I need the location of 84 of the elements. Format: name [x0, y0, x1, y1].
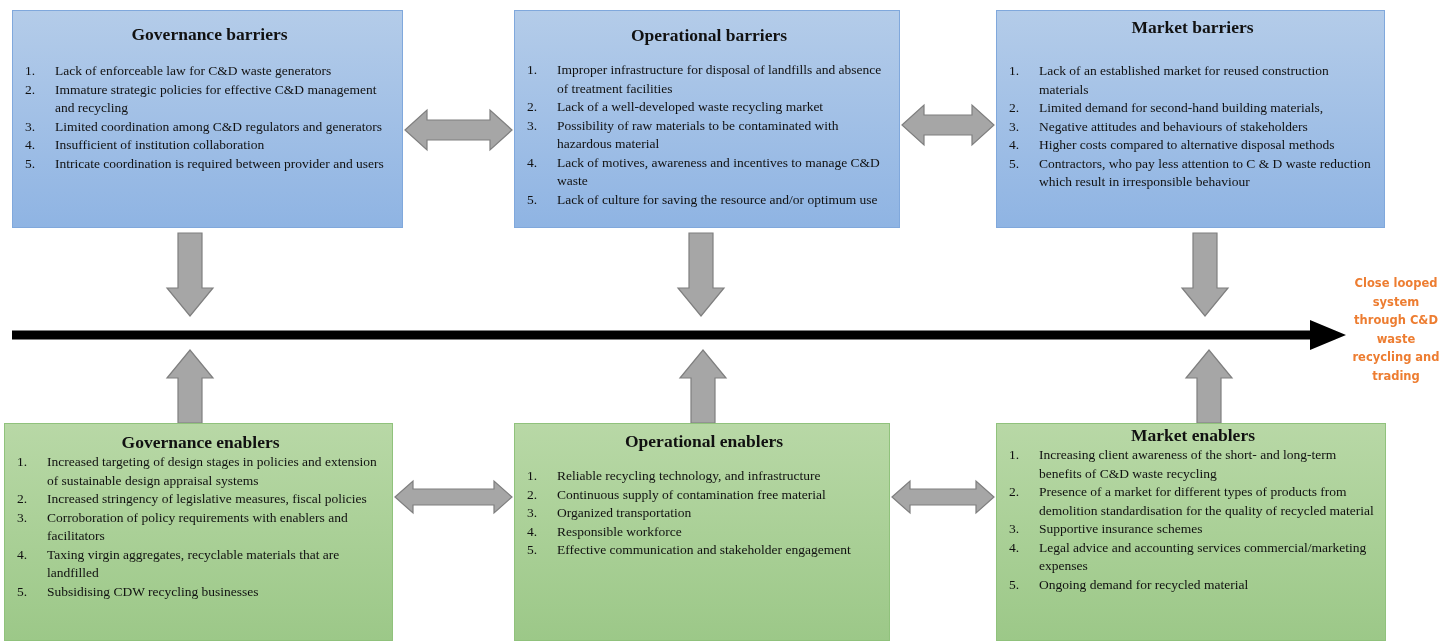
item-number: 3.: [1009, 520, 1021, 538]
barrier-box: [12, 10, 403, 228]
list-item-text: Limited coordination among C&D regulators and generators: [55, 117, 382, 136]
item-number: 4.: [17, 545, 29, 564]
list-item-text: Corroboration of policy requirements with enablers and facilitators: [47, 508, 349, 545]
box-heading: Operational barriers: [630, 24, 788, 46]
list-item-text: Subsidising CDW recycling businesses: [47, 582, 259, 601]
item-number: 5.: [1009, 575, 1021, 594]
item-number: 5.: [25, 154, 37, 173]
list-item-text: Effective communication and stakeholder engagement: [557, 541, 851, 559]
block-arrow: [678, 349, 728, 424]
box-heading: Governance enablers: [120, 431, 281, 453]
block-arrow: [901, 103, 995, 147]
list-item-text: Organized transportation: [557, 504, 692, 522]
block-arrow: [165, 349, 215, 424]
item-number: 4.: [1009, 538, 1021, 557]
list-item-text: Lack of culture for saving the resource and/or optimum use: [557, 190, 878, 209]
box-heading: Governance barriers: [130, 23, 289, 45]
list-item-text: Insufficient of institution collaboration: [55, 136, 265, 154]
list-item-text: Responsible workforce: [557, 522, 682, 541]
list-item-text: Negative attitudes and behaviours of stakeholders: [1039, 117, 1308, 136]
list-item-text: Improper infrastructure for disposal of landfills and absence of treatment facilities: [557, 61, 883, 98]
item-number: 3.: [25, 117, 37, 136]
item-number: 2.: [527, 485, 539, 504]
item-number: 4.: [527, 153, 539, 172]
item-number: 5.: [527, 190, 539, 209]
list-item-text: Taxing virgin aggregates, recyclable materials that are landfilled: [47, 545, 341, 582]
item-number: 1.: [17, 453, 29, 471]
block-arrow: [1184, 349, 1234, 424]
block-arrow: [1180, 232, 1230, 317]
item-number: 5.: [17, 582, 29, 601]
outcome-text: Close looped system through C&D waste recycling and trading: [1350, 274, 1442, 406]
block-arrow: [891, 479, 995, 515]
list-item-text: Increasing client awareness of the short- and long-term benefits of C&D waste recycling: [1039, 446, 1338, 483]
item-number: 3.: [1009, 117, 1021, 136]
list-item-text: Supportive insurance schemes: [1039, 520, 1203, 538]
item-number: 4.: [527, 522, 539, 541]
item-number: 1.: [527, 467, 539, 485]
list-item-text: Higher costs compared to alternative disposal methods: [1039, 136, 1335, 154]
enabler-box: [514, 423, 890, 641]
list-item-text: Contractors, who pay less attention to C & D waste reduction which result in irresponsible behaviour: [1039, 154, 1372, 191]
list-item-text: Intricate coordination is required between provider and users: [55, 154, 384, 173]
list-item-text: Immature strategic policies for effective C&D management and recycling: [55, 80, 378, 117]
item-number: 1.: [25, 62, 37, 80]
block-arrow: [676, 232, 726, 317]
box-heading: Market barriers: [1130, 16, 1255, 38]
item-number: 4.: [25, 136, 37, 154]
list-item-text: Legal advice and accounting services commercial/marketing expenses: [1039, 538, 1368, 575]
list-item-text: Continuous supply of contamination free material: [557, 485, 826, 504]
item-number: 3.: [527, 504, 539, 522]
item-number: 5.: [527, 541, 539, 559]
list-item-text: Reliable recycling technology, and infrastructure: [557, 467, 821, 485]
list-item-text: Limited demand for second-hand building materials,: [1039, 99, 1324, 117]
item-number: 2.: [25, 80, 37, 99]
item-number: 1.: [527, 61, 539, 79]
barrier-box: [514, 10, 900, 228]
block-arrow: [165, 232, 215, 317]
list-item-text: Increased targeting of design stages in policies and extension of sustainable design appraisal systems: [47, 453, 378, 490]
list-item-text: Ongoing demand for recycled material: [1039, 575, 1249, 594]
item-number: 4.: [1009, 136, 1021, 154]
list-item-text: Presence of a market for different types of products from demolition standardisation for the quality of recycled material: [1039, 483, 1375, 520]
item-number: 5.: [1009, 154, 1021, 173]
list-item-text: Lack of a well-developed waste recycling market: [557, 98, 824, 116]
item-number: 2.: [17, 490, 29, 508]
list-item-text: Lack of an established market for reused construction materials: [1039, 62, 1330, 99]
list-item-text: Lack of motives, awareness and incentives to manage C&D waste: [557, 153, 881, 190]
enabler-box: [996, 423, 1386, 641]
item-number: 2.: [527, 98, 539, 116]
list-item-text: Possibility of raw materials to be contaminated with hazardous material: [557, 116, 840, 153]
timeline-arrow: [12, 320, 1346, 350]
enabler-box: [4, 423, 393, 641]
list-item-text: Lack of enforceable law for C&D waste generators: [55, 62, 332, 80]
block-arrow: [404, 108, 513, 152]
item-number: 2.: [1009, 483, 1021, 501]
item-number: 3.: [17, 508, 29, 527]
item-number: 1.: [1009, 446, 1021, 464]
list-item-text: Increased stringency of legislative measures, fiscal policies: [47, 490, 367, 508]
box-heading: Operational enablers: [624, 430, 784, 452]
item-number: 1.: [1009, 62, 1021, 80]
box-heading: Market enablers: [1130, 424, 1256, 446]
item-number: 2.: [1009, 99, 1021, 117]
block-arrow: [394, 479, 513, 515]
item-number: 3.: [527, 116, 539, 135]
barrier-box: [996, 10, 1385, 228]
